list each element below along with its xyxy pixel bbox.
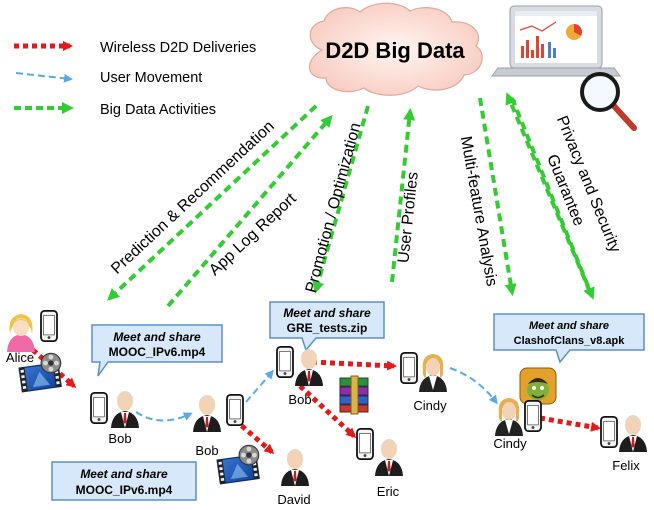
- move-bob2-bob3: [245, 369, 274, 403]
- callout-filename: MOOC_IPv6.mp4: [109, 345, 206, 359]
- move-bob1-bob2: [135, 411, 193, 422]
- callout-mooc-bottom: Meet and share MOOC_IPv6.mp4: [51, 461, 197, 501]
- phone-icon: [400, 352, 418, 384]
- callout-title: Meet and share: [80, 467, 168, 481]
- person-alice: Alice: [6, 310, 58, 365]
- callout-filename: MOOC_IPv6.mp4: [76, 483, 173, 497]
- man-avatar-icon: [111, 391, 139, 428]
- person-name: Felix: [612, 458, 640, 473]
- woman-avatar-icon: [495, 398, 523, 436]
- callout-title: Meet and share: [283, 306, 371, 320]
- callout-title: Meet and share: [529, 320, 609, 332]
- woman-avatar-icon: [419, 354, 447, 392]
- person-name: Cindy: [493, 436, 527, 451]
- video-file-icon-2: [216, 444, 260, 485]
- label-prediction: Prediction & Recommendation: [108, 118, 278, 278]
- alice-avatar-icon: [7, 314, 35, 352]
- phone-icon: [40, 310, 58, 342]
- d2d-bob3-eric: [298, 384, 357, 439]
- phone-icon: [524, 400, 542, 432]
- callout-title: Meet and share: [113, 330, 201, 344]
- person-bob-3: Bob: [276, 346, 323, 407]
- man-avatar-icon: [193, 395, 221, 432]
- arrow-privacy-down: [510, 97, 595, 300]
- person-cindy-2: Cindy: [493, 398, 542, 451]
- move-cindy1-cindy2: [449, 367, 498, 405]
- person-bob-1: Bob: [90, 391, 139, 446]
- callout-gre: Meet and share GRE_tests.zip: [269, 301, 385, 352]
- activity-labels: Prediction & Recommendation App Log Repo…: [108, 114, 623, 295]
- person-cindy-1: Cindy: [400, 352, 447, 413]
- callout-filename: GRE_tests.zip: [287, 321, 368, 335]
- phone-icon: [90, 392, 108, 424]
- person-name: Alice: [6, 350, 34, 365]
- winrar-archive-icon: [339, 375, 369, 415]
- man-avatar-icon: [295, 349, 323, 386]
- callout-filename: ClashofClans_v8.apk: [514, 335, 626, 347]
- person-eric: Eric: [356, 428, 403, 499]
- arrow-prediction: [107, 104, 318, 301]
- phone-icon: [356, 428, 374, 460]
- d2d-bob3-cindy1: [311, 359, 397, 371]
- legend-activities-label: Big Data Activities: [100, 102, 216, 118]
- clash-of-clans-app-icon: [519, 367, 557, 405]
- label-promotion: Promotion / Optimization: [303, 121, 365, 295]
- person-name: Bob: [288, 392, 311, 407]
- arrow-applog: [166, 114, 333, 308]
- person-felix: Felix: [600, 415, 647, 473]
- man-avatar-icon: [281, 449, 309, 486]
- phone-icon: [600, 416, 618, 448]
- phone-icon: [276, 346, 294, 378]
- laptop-analytics-icon: [491, 5, 637, 131]
- activity-arrows: [107, 92, 595, 308]
- person-name: David: [277, 492, 310, 507]
- person-name: Eric: [377, 484, 400, 499]
- person-name: Cindy: [413, 398, 447, 413]
- callout-mooc-top: Meet and share MOOC_IPv6.mp4: [91, 324, 223, 377]
- person-name: Bob: [108, 431, 131, 446]
- man-avatar-icon: [375, 439, 403, 476]
- person-name: Bob: [195, 443, 218, 458]
- man-avatar-icon: [619, 415, 647, 452]
- movement-arrows: [135, 367, 498, 422]
- big-data-cloud: D2D Big Data: [309, 2, 483, 96]
- person-bob-2: Bob: [193, 394, 244, 458]
- phone-icon: [226, 394, 244, 426]
- label-applog: App Log Report: [206, 190, 300, 279]
- label-multifeature: Multi-feature Analysis: [457, 135, 500, 288]
- legend-wireless-label: Wireless D2D Deliveries: [100, 40, 256, 56]
- callout-clash: Meet and share ClashofClans_v8.apk: [493, 313, 645, 364]
- arrow-privacy-up: [505, 92, 592, 293]
- legend-blue-arrow: [15, 72, 73, 83]
- arrow-multifeature: [478, 97, 517, 296]
- arrow-promotion: [312, 105, 370, 294]
- legend: Wireless D2D Deliveries User Movement Bi…: [14, 40, 256, 118]
- arrow-profiles: [390, 108, 416, 283]
- cloud-title: D2D Big Data: [325, 38, 465, 63]
- legend-movement-label: User Movement: [100, 70, 202, 86]
- d2d-cindy2-felix: [539, 415, 601, 432]
- label-profiles: User Profiles: [395, 171, 421, 264]
- person-david: David: [277, 449, 311, 507]
